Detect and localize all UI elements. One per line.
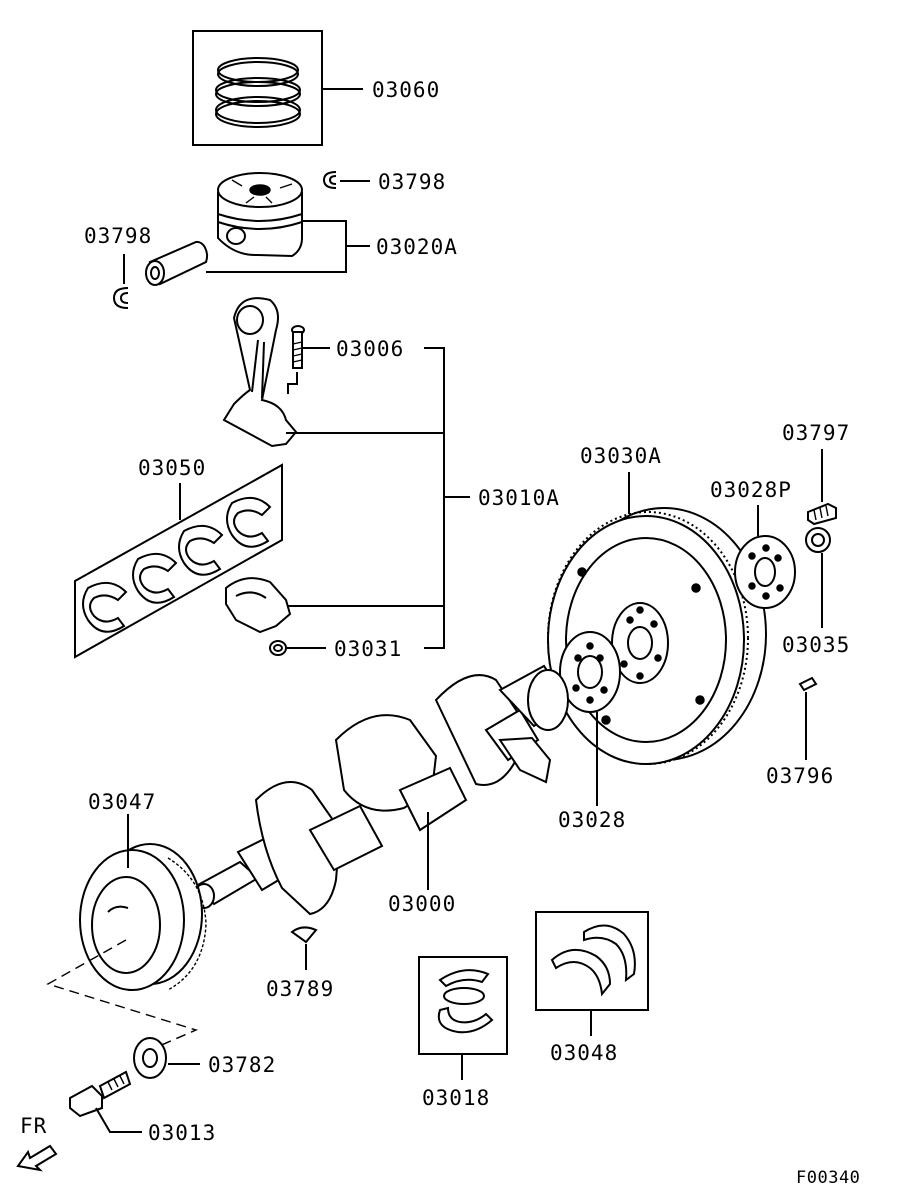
figure-code: F00340 <box>796 1168 860 1187</box>
label-03028: 03028 <box>558 808 626 832</box>
piston-pin-snap-ring-right[interactable] <box>322 171 337 189</box>
woodruff-key[interactable] <box>290 926 318 944</box>
label-03798-right: 03798 <box>378 170 446 194</box>
connecting-rod-bolt[interactable] <box>287 325 305 394</box>
crankshaft-damper-pulley[interactable] <box>79 843 207 991</box>
label-03028P: 03028P <box>710 478 792 502</box>
label-03006: 03006 <box>336 337 404 361</box>
connecting-rod-cap[interactable] <box>225 577 292 634</box>
conrod-bearing-set[interactable] <box>74 463 283 659</box>
label-03047: 03047 <box>88 790 156 814</box>
flywheel-plate[interactable] <box>734 535 796 609</box>
label-03013: 03013 <box>148 1121 216 1145</box>
label-03797: 03797 <box>782 421 850 445</box>
piston-pin-snap-ring-left[interactable] <box>112 287 129 309</box>
piston-pin[interactable] <box>145 240 208 286</box>
connecting-rod-nut[interactable] <box>269 640 287 656</box>
label-03789: 03789 <box>266 977 334 1001</box>
front-direction-arrow-icon <box>16 1144 58 1172</box>
label-03035: 03035 <box>782 633 850 657</box>
label-03796: 03796 <box>766 764 834 788</box>
piston[interactable] <box>217 172 303 258</box>
label-03050: 03050 <box>138 456 206 480</box>
label-03020A: 03020A <box>376 235 458 259</box>
label-03010A: 03010A <box>478 486 560 510</box>
main-bearing-set[interactable] <box>418 956 508 1055</box>
label-03030A: 03030A <box>580 444 662 468</box>
label-03798-left: 03798 <box>84 224 152 248</box>
flywheel-bolt[interactable] <box>807 502 837 526</box>
label-03000: 03000 <box>388 892 456 916</box>
front-direction-label: FR <box>20 1114 47 1138</box>
connecting-rod[interactable] <box>222 297 298 448</box>
crankshaft[interactable] <box>193 664 569 916</box>
pulley-bolt[interactable] <box>69 1070 132 1118</box>
pilot-bushing[interactable] <box>805 527 831 553</box>
label-03060: 03060 <box>372 78 440 102</box>
flywheel-adapter-plate[interactable] <box>559 631 621 713</box>
label-03782: 03782 <box>208 1053 276 1077</box>
label-03031: 03031 <box>334 637 402 661</box>
label-03018: 03018 <box>422 1086 490 1110</box>
pulley-washer[interactable] <box>133 1037 167 1079</box>
thrust-bearing-set[interactable] <box>535 911 649 1011</box>
piston-ring-set[interactable] <box>192 30 323 146</box>
dowel-pin[interactable] <box>798 676 818 692</box>
label-03048: 03048 <box>550 1041 618 1065</box>
